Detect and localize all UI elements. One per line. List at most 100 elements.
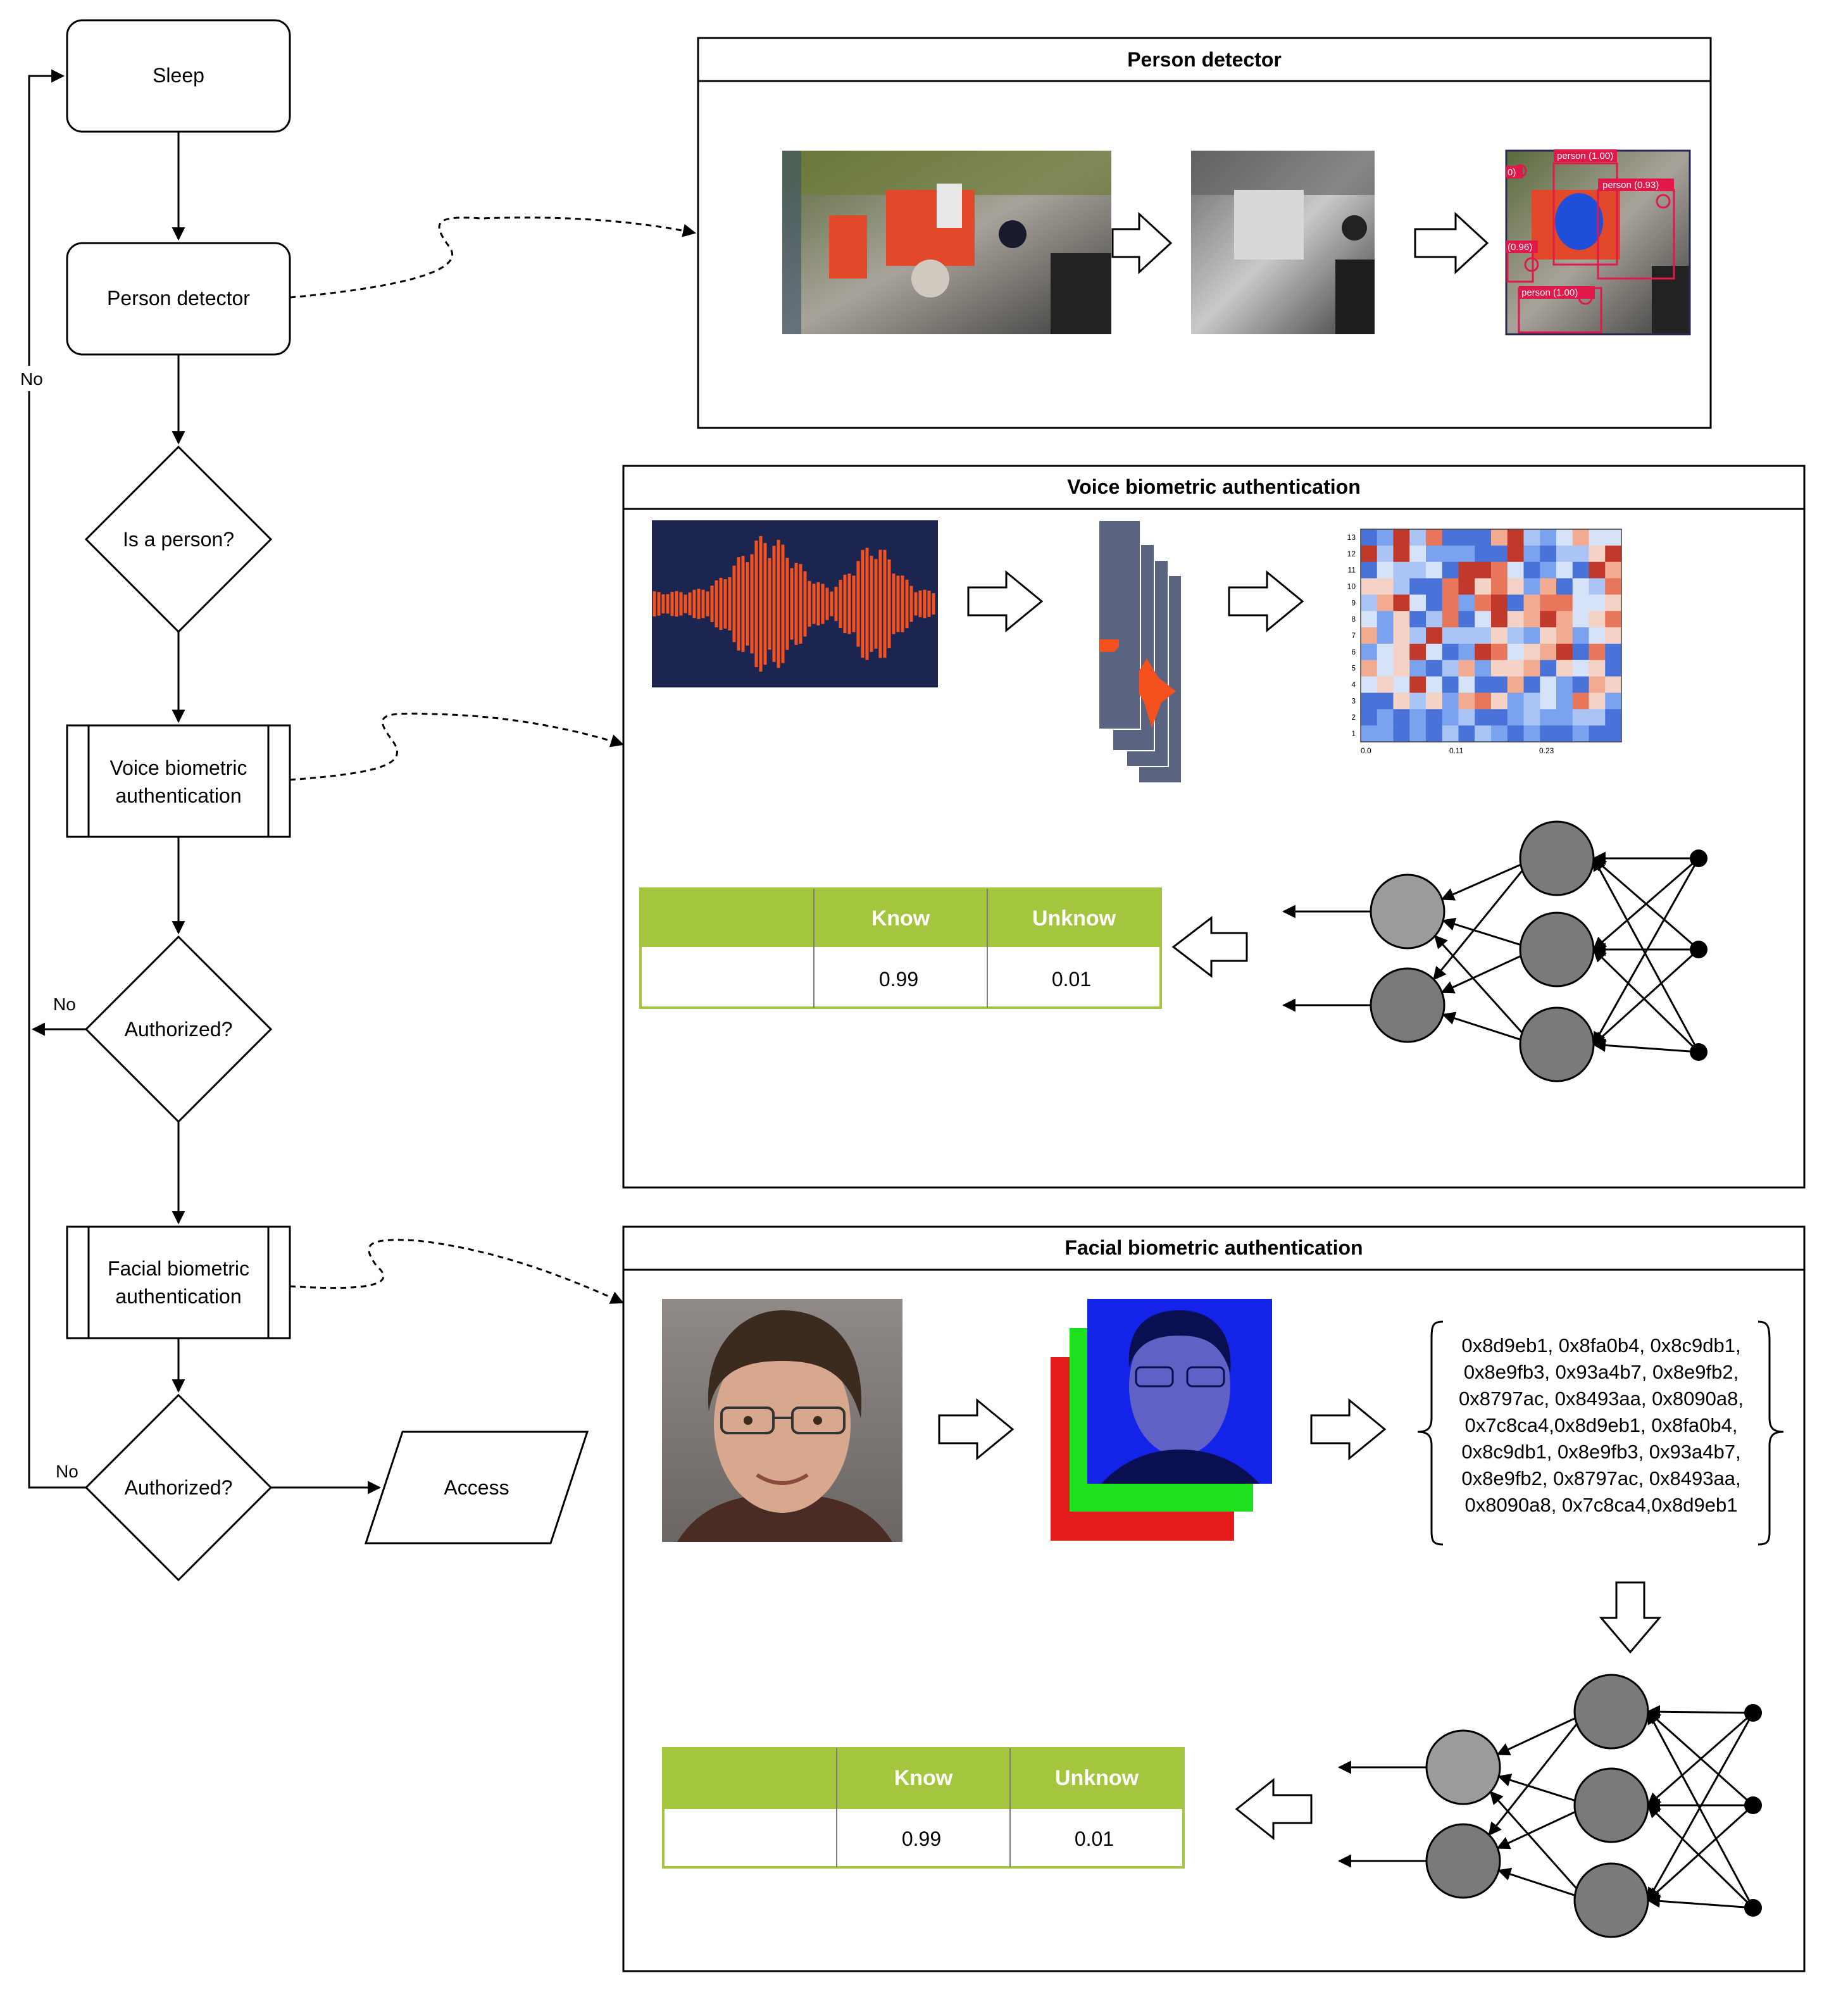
- heatmap-cell: [1393, 692, 1410, 710]
- hash-line: 0x8e9fb3, 0x93a4b7, 0x8e9fb2,: [1464, 1361, 1739, 1383]
- heatmap-ytick: 13: [1347, 533, 1356, 542]
- heatmap-cell: [1556, 692, 1573, 710]
- heatmap-ytick: 10: [1347, 582, 1356, 591]
- edge: [1489, 1791, 1579, 1891]
- heatmap-cell: [1589, 611, 1606, 628]
- heatmap-cell: [1377, 627, 1394, 644]
- heatmap-cell: [1393, 594, 1410, 611]
- heatmap-cell: [1377, 611, 1394, 628]
- facial-neural-network: [1337, 1674, 1762, 1938]
- heatmap-cell: [1426, 594, 1443, 611]
- heatmap-cell: [1589, 660, 1606, 677]
- input-node: [1744, 1899, 1762, 1917]
- heatmap-cell: [1458, 725, 1475, 742]
- heatmap-cell: [1523, 561, 1540, 579]
- heatmap-cell: [1540, 545, 1557, 563]
- hash-line: 0x8c9db1, 0x8e9fb3, 0x93a4b7,: [1461, 1441, 1740, 1463]
- heatmap-cell: [1540, 643, 1557, 661]
- output-neuron: [1370, 967, 1445, 1043]
- voice-table-value-unknow: 0.01: [1052, 968, 1091, 991]
- heatmap-cell: [1556, 676, 1573, 693]
- heatmap-cell: [1393, 660, 1410, 677]
- facial-biometric-label-2: authentication: [115, 1285, 241, 1308]
- right-arrow-icon: [1228, 570, 1304, 633]
- heatmap-cell: [1556, 725, 1573, 742]
- heatmap-cell: [1475, 725, 1492, 742]
- heatmap-ytick: 9: [1351, 598, 1356, 607]
- heatmap-cell: [1507, 578, 1524, 595]
- heatmap-cell: [1572, 578, 1589, 595]
- flowchart: Sleep Person detector Is a person? Voice…: [18, 19, 697, 1582]
- heatmap-cell: [1377, 561, 1394, 579]
- heatmap-cell: [1523, 545, 1540, 563]
- heatmap-cell: [1458, 676, 1475, 693]
- facial-table-value-know: 0.99: [902, 1827, 941, 1850]
- heatmap-cell: [1605, 643, 1622, 661]
- heatmap-cell: [1426, 643, 1443, 661]
- heatmap-cell: [1540, 627, 1557, 644]
- is-person-decision: Is a person?: [84, 445, 273, 634]
- heatmap-cell: [1377, 692, 1394, 710]
- heatmap-cell: [1409, 660, 1427, 677]
- heatmap-cell: [1458, 627, 1475, 644]
- heatmap-cell: [1475, 529, 1492, 546]
- heatmap-cell: [1491, 627, 1508, 644]
- heatmap-cell: [1523, 627, 1540, 644]
- facial-table-header-know: Know: [894, 1766, 953, 1790]
- heatmap-cell: [1409, 709, 1427, 726]
- right-arrow-icon: [1111, 211, 1173, 275]
- heatmap-cell: [1523, 643, 1540, 661]
- facial-panel: Facial biometric authentication: [622, 1225, 1806, 1972]
- heatmap-cell: [1491, 709, 1508, 726]
- edge: [1440, 953, 1525, 994]
- heatmap-cell: [1491, 643, 1508, 661]
- heatmap-cell: [1556, 627, 1573, 644]
- frame-stack-image: [1098, 520, 1181, 782]
- heatmap-cell: [1523, 660, 1540, 677]
- facial-biometric-node: Facial biometric authentication: [66, 1225, 291, 1339]
- edge: [1433, 868, 1525, 980]
- heatmap-cell: [1540, 660, 1557, 677]
- heatmap-cell: [1393, 578, 1410, 595]
- heatmap-cell: [1458, 611, 1475, 628]
- heatmap-cell: [1523, 611, 1540, 628]
- heatmap-cell: [1589, 561, 1606, 579]
- heatmap-cell: [1475, 578, 1492, 595]
- heatmap-cell: [1589, 545, 1606, 563]
- heatmap-cell: [1458, 561, 1475, 579]
- heatmap-cell: [1572, 676, 1589, 693]
- heatmap-cell: [1491, 545, 1508, 563]
- heatmap-cell: [1409, 545, 1427, 563]
- heatmap-cell: [1523, 725, 1540, 742]
- heatmap-cell: [1475, 545, 1492, 563]
- facial-table-header-unknow: Unknow: [1055, 1766, 1139, 1790]
- heatmap-cell: [1426, 545, 1443, 563]
- heatmap-cell: [1556, 611, 1573, 628]
- heatmap-cell: [1589, 725, 1606, 742]
- heatmap-ytick: 1: [1351, 729, 1356, 738]
- heatmap-cell: [1540, 709, 1557, 726]
- heatmap-cell: [1458, 529, 1475, 546]
- sleep-label: Sleep: [153, 64, 204, 87]
- heatmap-ytick: 12: [1347, 549, 1356, 558]
- heatmap-cell: [1572, 529, 1589, 546]
- heatmap-cell: [1442, 709, 1459, 726]
- access-label: Access: [444, 1476, 509, 1499]
- heatmap-cell: [1556, 561, 1573, 579]
- heatmap-cell: [1572, 561, 1589, 579]
- heatmap-cell: [1572, 643, 1589, 661]
- heatmap-cell: [1491, 676, 1508, 693]
- hidden-neuron: [1573, 1862, 1649, 1938]
- hidden-neuron: [1519, 820, 1595, 896]
- edge: [1646, 1894, 1754, 1909]
- heatmap-cell: [1458, 660, 1475, 677]
- heatmap-cell: [1523, 676, 1540, 693]
- edge: [1592, 857, 1700, 1053]
- heatmap-cell: [1442, 594, 1459, 611]
- authorized-decision-2: Authorized?: [84, 1393, 273, 1582]
- heatmap-cell: [1442, 611, 1459, 628]
- heatmap-cell: [1475, 611, 1492, 628]
- sleep-node: Sleep: [66, 19, 291, 133]
- heatmap-cell: [1442, 529, 1459, 546]
